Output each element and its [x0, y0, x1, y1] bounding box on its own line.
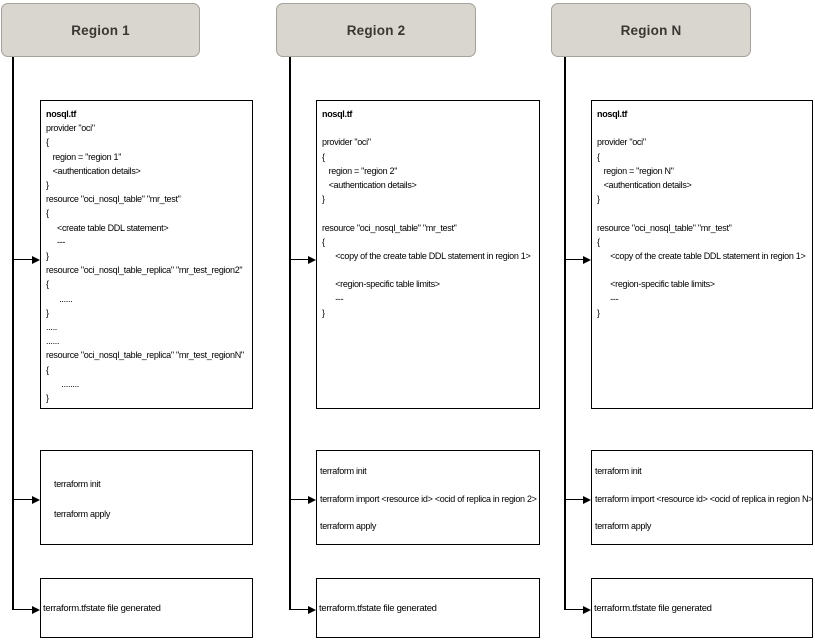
arrow-to-commands-box [289, 495, 316, 504]
region-header: Region 2 [276, 3, 476, 57]
connector-vline [289, 57, 291, 609]
region-column-n: Region N nosql.tf provider "oci" { regio… [551, 0, 815, 642]
commands-box: terraform init terraform import <resourc… [316, 450, 540, 545]
result-box: terraform.tfstate file generated [40, 578, 253, 638]
arrowhead-icon [308, 605, 316, 614]
arrow-to-file-box [12, 255, 40, 264]
arrow-shaft [12, 498, 32, 501]
terraform-code: provider "oci" { region = "region 2" <au… [322, 137, 531, 318]
result-label: terraform.tfstate file generated [43, 602, 161, 614]
arrow-shaft [12, 608, 32, 611]
arrow-shaft [12, 258, 32, 261]
commands-box: terraform init terraform apply [40, 450, 253, 545]
arrowhead-icon [308, 495, 316, 504]
commands-box: terraform init terraform import <resourc… [591, 450, 813, 545]
arrow-shaft [564, 258, 583, 261]
arrowhead-icon [32, 495, 40, 504]
arrow-to-result-box [564, 605, 591, 614]
arrow-to-result-box [12, 605, 40, 614]
terraform-file-box: nosql.tf provider "oci" { region = "regi… [591, 100, 813, 409]
arrow-to-commands-box [12, 495, 40, 504]
command-lines: terraform init terraform apply [54, 479, 111, 519]
arrow-to-commands-box [564, 495, 591, 504]
arrowhead-icon [583, 605, 591, 614]
arrow-shaft [564, 498, 583, 501]
result-label: terraform.tfstate file generated [594, 602, 712, 614]
region-column-1: Region 1 nosql.tf provider "oci" { regio… [1, 0, 272, 642]
arrowhead-icon [32, 255, 40, 264]
command-lines: terraform init terraform import <resourc… [320, 466, 537, 531]
arrow-shaft [289, 258, 308, 261]
arrowhead-icon [583, 495, 591, 504]
region-header-label: Region 2 [346, 22, 406, 38]
arrow-to-file-box [289, 255, 316, 264]
region-header-label: Region 1 [71, 22, 130, 38]
arrowhead-icon [583, 255, 591, 264]
terraform-file-box: nosql.tf provider "oci" { region = "regi… [40, 100, 253, 409]
region-header: Region N [551, 3, 751, 57]
arrow-shaft [289, 498, 308, 501]
arrow-shaft [564, 608, 583, 611]
terraform-code: provider "oci" { region = "region N" <au… [597, 137, 806, 318]
filename-label: nosql.tf [322, 109, 353, 119]
command-lines: terraform init terraform import <resourc… [595, 466, 814, 531]
filename-label: nosql.tf [46, 109, 77, 119]
connector-vline [564, 57, 566, 609]
arrowhead-icon [308, 255, 316, 264]
result-box: terraform.tfstate file generated [591, 578, 813, 638]
arrow-to-file-box [564, 255, 591, 264]
arrow-shaft [289, 608, 308, 611]
terraform-file-box: nosql.tf provider "oci" { region = "regi… [316, 100, 540, 409]
filename-label: nosql.tf [597, 109, 628, 119]
arrowhead-icon [32, 605, 40, 614]
terraform-code: provider "oci" { region = "region 1" <au… [46, 123, 244, 404]
arrow-to-result-box [289, 605, 316, 614]
region-header-label: Region N [620, 22, 682, 38]
region-column-2: Region 2 nosql.tf provider "oci" { regio… [276, 0, 546, 642]
result-label: terraform.tfstate file generated [319, 602, 437, 614]
connector-vline [12, 57, 14, 609]
region-header: Region 1 [1, 3, 200, 57]
result-box: terraform.tfstate file generated [316, 578, 540, 638]
